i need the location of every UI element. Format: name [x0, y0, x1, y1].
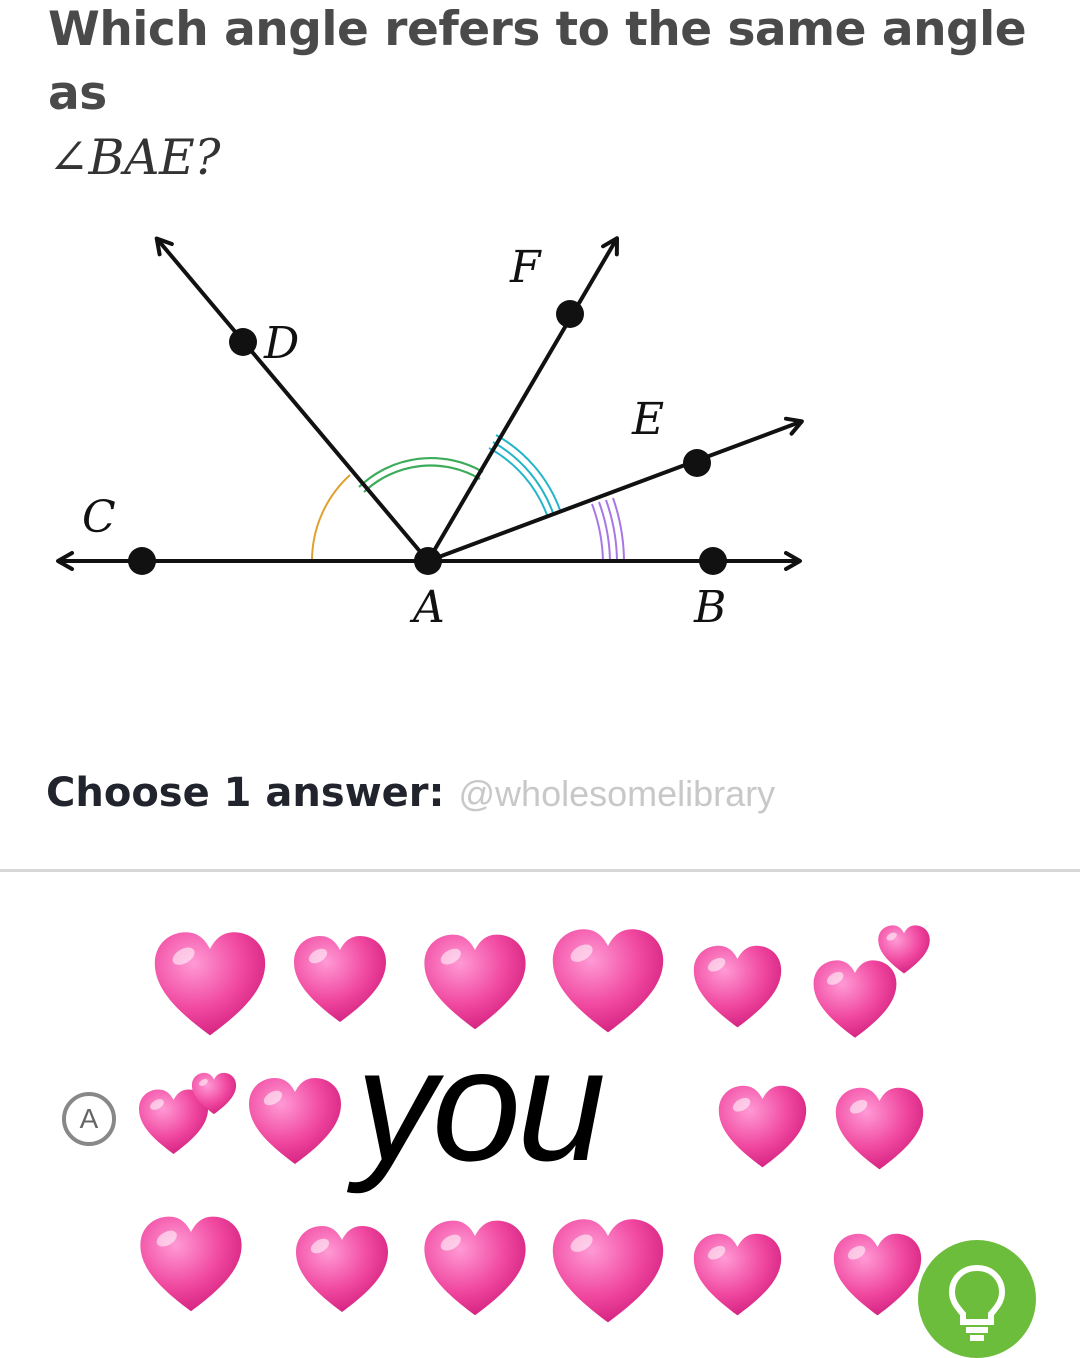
- point-c: [128, 547, 156, 575]
- heart-emoji-icon: [813, 960, 897, 1038]
- heart-emoji-icon: [424, 1220, 526, 1316]
- ray-af: [426, 236, 620, 563]
- label-c: C: [82, 492, 116, 543]
- label-f: F: [509, 242, 542, 293]
- heart-emoji-icon: [718, 1085, 807, 1168]
- heart-emoji-icon: [552, 1219, 664, 1323]
- heart-emoji-icon: [693, 945, 782, 1028]
- label-a: A: [409, 582, 445, 633]
- heart-emoji-icon: [296, 1226, 388, 1312]
- angle-diagram: A B C D E F: [56, 236, 804, 633]
- angle-arc-fae: [488, 434, 561, 516]
- heart-emoji-icon: [140, 1216, 242, 1312]
- angle-arc-eab: [591, 497, 625, 562]
- heart-emoji-icon: [139, 1089, 208, 1154]
- label-b: B: [693, 582, 726, 633]
- question-mark: ?: [194, 129, 221, 186]
- heart-emoji-icon: [424, 934, 526, 1030]
- heart-emoji-icon: [835, 1087, 924, 1170]
- heart-emoji-icon: [878, 925, 930, 974]
- label-d: D: [263, 318, 299, 369]
- angle-arc-daf: [358, 457, 484, 493]
- hint-button[interactable]: [918, 1240, 1036, 1358]
- answers-divider: [0, 869, 1080, 872]
- watermark-handle: @wholesomelibrary: [458, 773, 776, 814]
- point-a: [414, 547, 442, 575]
- point-b: [699, 547, 727, 575]
- point-f: [556, 300, 584, 328]
- question-angle: ∠BAE: [48, 129, 195, 186]
- ray-ae: [427, 416, 804, 563]
- heart-emoji-icon: [154, 932, 266, 1036]
- answer-text: you: [356, 1015, 606, 1194]
- question-prefix: Which angle refers to the same angle as: [48, 2, 1027, 121]
- lightbulb-icon: [948, 1264, 1006, 1341]
- heart-emoji-icon: [294, 936, 386, 1022]
- choose-answer-label: Choose 1 answer:: [46, 770, 445, 816]
- heart-emoji-icon: [249, 1078, 341, 1164]
- point-e: [683, 449, 711, 477]
- point-d: [229, 328, 257, 356]
- heart-emoji-icon: [833, 1233, 922, 1316]
- heart-emoji-icon: [552, 929, 664, 1033]
- ray-ad: [154, 236, 430, 563]
- question-text: Which angle refers to the same angle as …: [48, 0, 1058, 191]
- heart-emoji-icon: [693, 1233, 782, 1316]
- choice-letter-a[interactable]: A: [62, 1092, 116, 1146]
- angle-arc-cad: [310, 474, 351, 562]
- heart-emoji-icon: [191, 1072, 237, 1115]
- label-e: E: [631, 394, 664, 445]
- choose-answer-row: Choose 1 answer: @wholesomelibrary: [46, 770, 775, 826]
